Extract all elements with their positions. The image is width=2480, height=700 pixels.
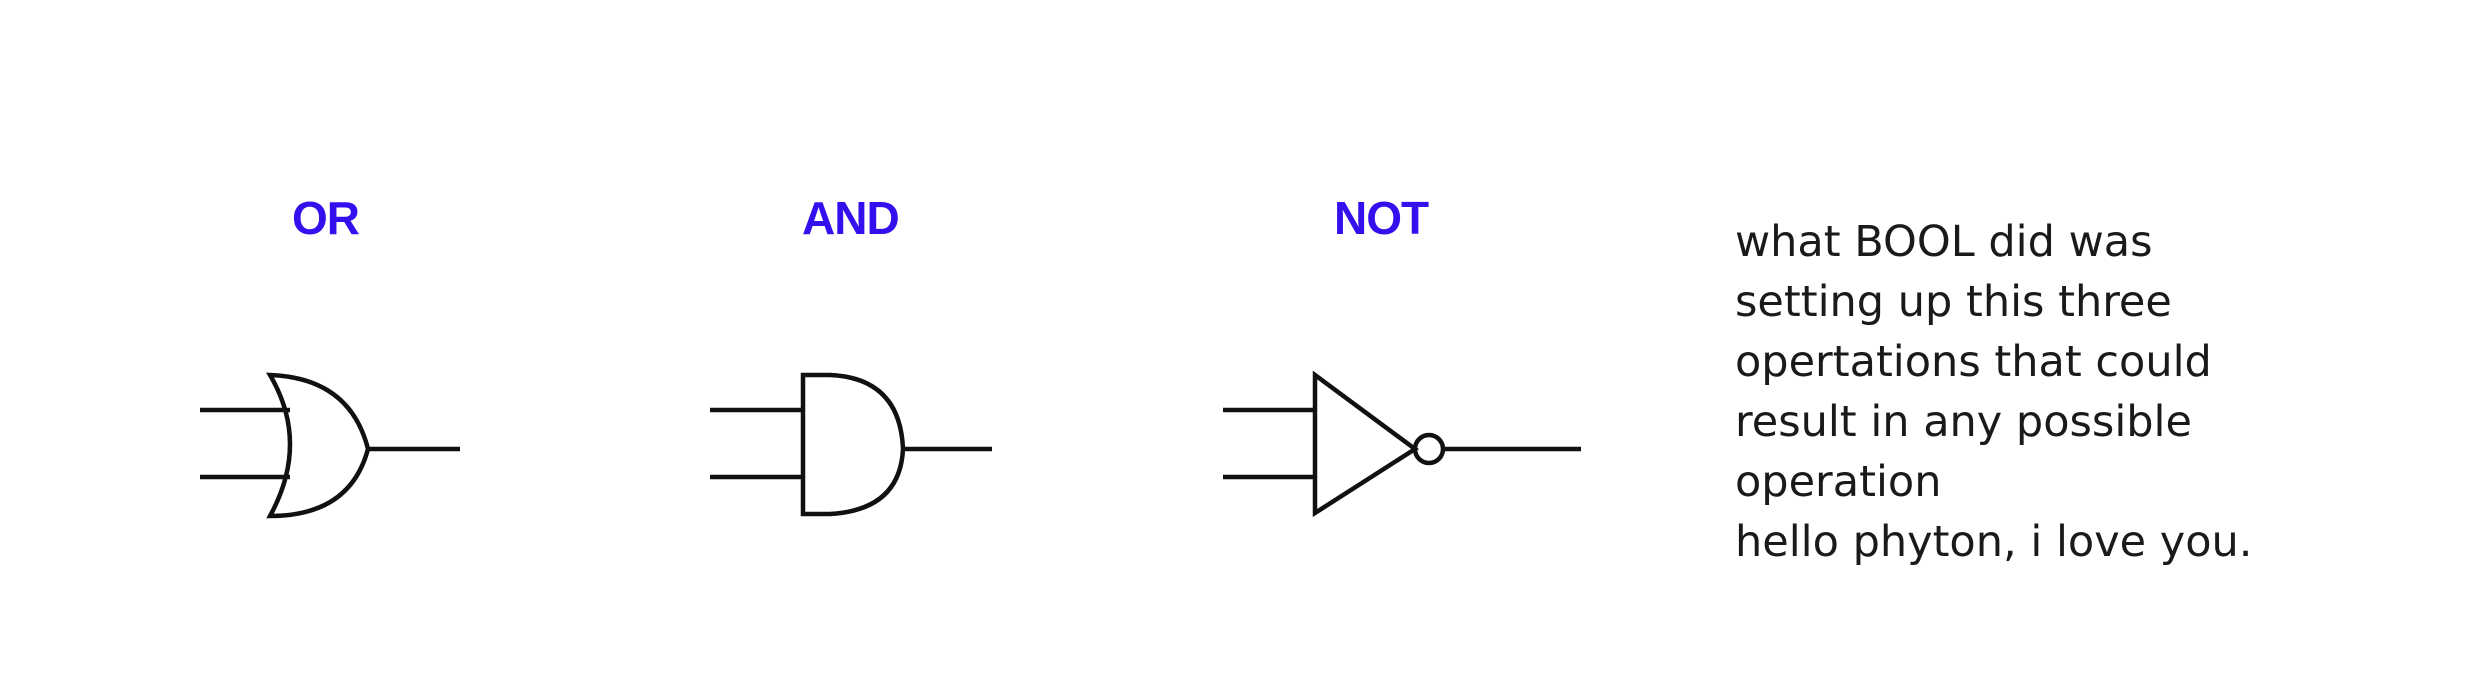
- and-gate-label: AND: [802, 192, 900, 244]
- not-gate-bubble: [1412, 432, 1446, 466]
- and-gate-symbol: [710, 372, 992, 517]
- not-gate-body: [1312, 370, 1419, 518]
- or-gate-label: OR: [292, 192, 360, 244]
- not-gate-symbol: [1223, 370, 1581, 518]
- note-line: hello phyton, i love you.: [1735, 517, 2253, 567]
- or-gate-body: [265, 372, 371, 519]
- or-gate-symbol: [200, 372, 460, 519]
- not-gate-label: NOT: [1334, 192, 1429, 244]
- explanation-note: what BOOL did was setting up this three …: [1735, 212, 2435, 572]
- and-gate-body: [800, 372, 906, 517]
- note-line: setting up this three: [1735, 277, 2172, 327]
- note-line: result in any possible: [1735, 397, 2192, 447]
- note-line: opertations that could: [1735, 337, 2212, 387]
- note-line: operation: [1735, 457, 1942, 507]
- note-line: what BOOL did was: [1735, 217, 2153, 267]
